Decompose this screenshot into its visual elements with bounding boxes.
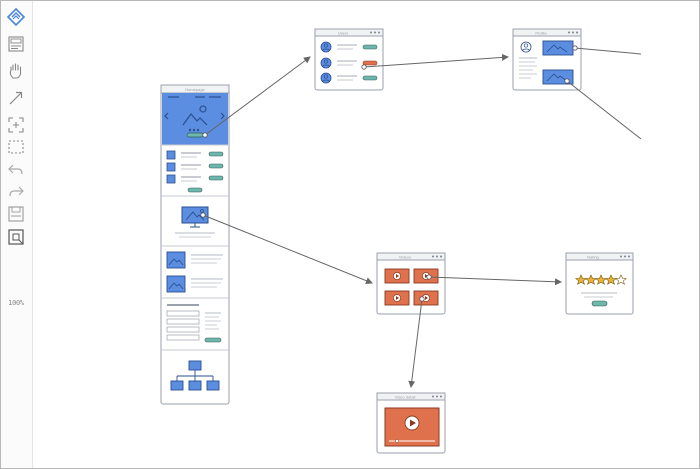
profile-photo	[542, 40, 574, 56]
user-row	[320, 41, 378, 53]
diagram-canvas[interactable]: Homepage	[33, 1, 699, 468]
diamond-logo-icon[interactable]	[6, 7, 26, 27]
connector-arrow	[204, 56, 311, 136]
redo-icon[interactable]	[6, 181, 26, 201]
page-thumbnail-icon[interactable]	[6, 34, 26, 54]
flow-connectors	[202, 47, 642, 388]
video-thumb	[413, 290, 439, 306]
connector-arrow	[428, 276, 562, 286]
form-section	[166, 304, 222, 343]
screen-title: Video detail	[395, 395, 416, 400]
image-text-section	[166, 251, 223, 293]
connector-line	[566, 80, 642, 140]
connector-arrow	[363, 53, 509, 68]
feature-list	[166, 150, 224, 193]
video-detail-screen[interactable]: Video detail	[376, 392, 446, 454]
profile-screen[interactable]: Profile	[512, 28, 582, 91]
arrow-diagonal-icon[interactable]	[6, 88, 26, 108]
connector-arrow	[202, 214, 373, 285]
video-thumb	[413, 268, 439, 284]
undo-icon[interactable]	[6, 159, 26, 179]
user-row	[320, 57, 378, 69]
hand-icon[interactable]	[6, 61, 26, 81]
sitemap-section	[170, 360, 220, 391]
user-row	[320, 72, 378, 84]
frame-plus-icon[interactable]	[6, 115, 26, 135]
screen-title: Homepage	[185, 87, 205, 92]
screen-title: Rating	[587, 255, 599, 260]
zoom-level-label[interactable]: 100%	[8, 299, 24, 307]
save-icon[interactable]	[6, 204, 26, 224]
connector-anchors[interactable]	[200, 45, 578, 302]
dashed-select-icon[interactable]	[6, 137, 26, 157]
fit-selection-icon[interactable]	[6, 227, 26, 247]
videos-screen[interactable]: Videos	[376, 252, 446, 315]
video-thumb	[384, 290, 410, 306]
screen-title: Users	[338, 31, 348, 36]
video-thumb	[384, 268, 410, 284]
star-rating	[574, 274, 628, 285]
screen-title: Profile	[535, 31, 547, 36]
play-icon	[410, 419, 416, 427]
left-toolbar: 100%	[1, 1, 33, 468]
landing-page-screen[interactable]: Homepage	[160, 84, 230, 405]
screen-title: Videos	[399, 255, 411, 260]
users-screen[interactable]: Users	[314, 28, 384, 91]
monitor-section	[175, 206, 215, 238]
rating-screen[interactable]: Rating	[565, 252, 634, 315]
connector-line	[574, 47, 642, 55]
connector-arrow	[408, 298, 423, 388]
